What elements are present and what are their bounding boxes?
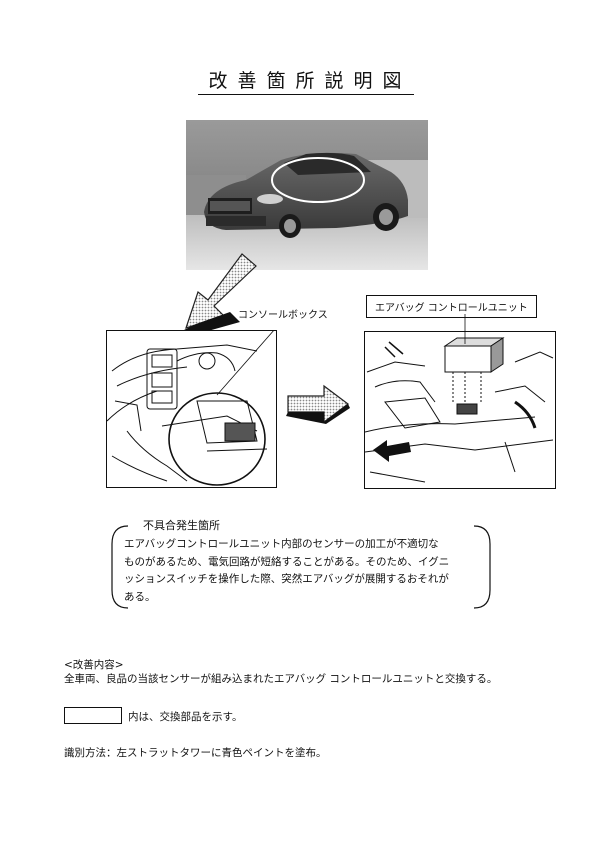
defect-line: エアバッグコントロールユニット内部のセンサーの加工が不適切な [124, 538, 439, 550]
legend-text: 内は、交換部品を示す。 [128, 711, 243, 723]
console-figure [106, 320, 283, 488]
console-highlight-circle [168, 392, 266, 486]
defect-description: エアバッグコントロールユニット内部のセンサーの加工が不適切な ものがあるため、電… [124, 536, 476, 606]
page-title: 改善箇所説明図 [0, 66, 612, 95]
console-box-label: コンソールボックス [238, 310, 328, 321]
remedy-heading: <改善内容> [64, 659, 124, 671]
title-text: 改善箇所説明図 [198, 70, 414, 95]
car-photo [186, 120, 428, 270]
highlight-ellipse [271, 157, 365, 203]
defect-bracket [111, 525, 491, 609]
identification-method: 識別方法：左ストラットタワーに青色ペイントを塗布。 [64, 747, 327, 759]
remedy-text: 全車両、良品の当該センサーが組み込まれたエアバッグ コントロールユニットと交換す… [64, 673, 498, 685]
airbag-control-unit-label: エアバッグ コントロールユニット [366, 295, 537, 318]
defect-heading: 不具合発生箇所 [140, 517, 223, 533]
airbag-label-leader [464, 314, 466, 344]
console-drawing [106, 320, 283, 486]
defect-line: ある。 [124, 590, 156, 603]
arrow-right-icon [286, 384, 350, 424]
legend-sample-box [64, 707, 122, 724]
arrow-down-left-icon [184, 253, 257, 336]
arrow-left-icon [373, 440, 411, 462]
defect-line: ものがあるため、電気回路が短絡することがある。そのため、イグニ [124, 555, 450, 568]
defect-line: ッションスイッチを操作した際、突然エアバッグが展開するおそれが [124, 573, 449, 585]
airbag-unit-figure [364, 331, 556, 489]
airbag-unit-drawing [364, 337, 554, 483]
